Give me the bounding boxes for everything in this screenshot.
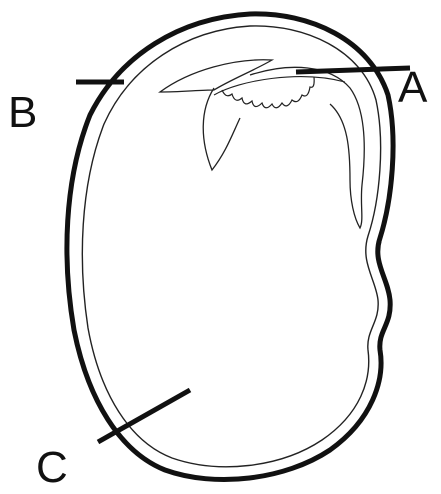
label-b: B	[8, 88, 37, 137]
label-c: C	[36, 443, 68, 492]
label-a: A	[398, 63, 428, 112]
